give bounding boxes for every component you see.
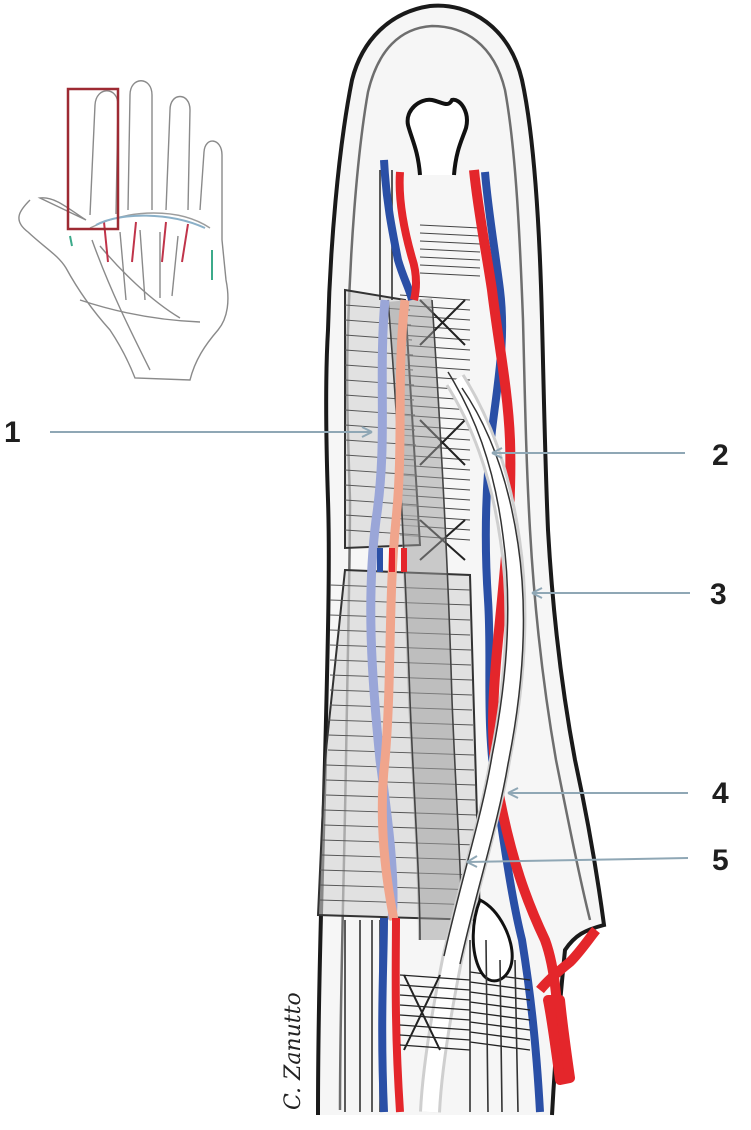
artery-bifurcation bbox=[536, 926, 600, 1085]
callout-number-1: 1 bbox=[4, 416, 21, 449]
callout-2: 2 bbox=[491, 439, 729, 472]
digital-vein-right bbox=[481, 171, 544, 1113]
digital-artery-left-bottom bbox=[391, 917, 404, 1113]
artist-signature: C. Zanutto bbox=[281, 992, 306, 1110]
distal-tendon-insertion bbox=[405, 97, 469, 176]
membrane-hatching-distal bbox=[319, 584, 480, 906]
callout-number-4: 4 bbox=[712, 777, 729, 810]
callout-4: 4 bbox=[507, 777, 729, 810]
faded-digital-artery bbox=[377, 299, 410, 921]
callout-number-5: 5 bbox=[712, 844, 729, 877]
digital-vein-left-bottom bbox=[378, 917, 388, 1113]
leader-line-5 bbox=[466, 857, 689, 863]
callout-5: 5 bbox=[466, 844, 729, 877]
digital-artery-left-top bbox=[395, 171, 420, 301]
digital-vein-left-top bbox=[380, 159, 416, 301]
finger-illustration bbox=[316, 3, 607, 1116]
inset-highlight-box bbox=[66, 87, 120, 231]
digital-artery-right bbox=[469, 169, 565, 1061]
callout-number-3: 3 bbox=[710, 578, 727, 611]
faded-digital-vein bbox=[366, 299, 398, 921]
callout-3: 3 bbox=[531, 578, 727, 611]
callout-1: 1 bbox=[4, 416, 373, 449]
callout-number-2: 2 bbox=[712, 439, 729, 472]
inset-hand-illustration bbox=[18, 80, 229, 381]
flexor-tendon-bundle bbox=[388, 298, 462, 941]
